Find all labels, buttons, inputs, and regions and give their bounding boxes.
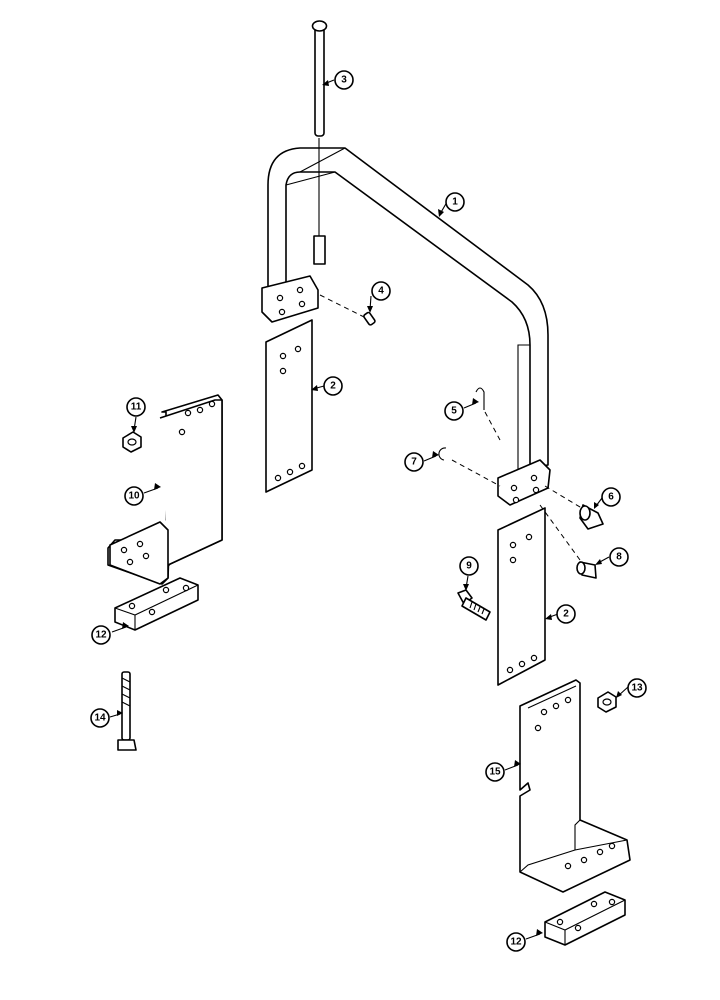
callout-2-lower-label: 2 <box>563 609 569 620</box>
part-2-plate-upper <box>265 319 313 493</box>
part-14-long-bolt <box>117 671 137 751</box>
callout-11-label: 11 <box>131 402 142 413</box>
callout-3: 3 <box>334 70 354 90</box>
callout-9-label: 9 <box>466 561 472 572</box>
callout-13-label: 13 <box>631 683 643 694</box>
callout-13: 13 <box>627 678 647 698</box>
callout-15-label: 15 <box>489 767 501 778</box>
callout-3-label: 3 <box>341 75 347 86</box>
callout-12-left-label: 12 <box>95 630 107 641</box>
callout-12-left: 12 <box>91 625 111 645</box>
callout-14: 14 <box>90 708 110 728</box>
callout-7-label: 7 <box>411 457 417 468</box>
callout-14-label: 14 <box>94 713 106 724</box>
callout-6-label: 6 <box>608 492 614 503</box>
part-10-bracket-left <box>107 394 223 585</box>
part-12-pad-right <box>544 891 626 946</box>
callout-9: 9 <box>459 556 479 576</box>
part-4-roll-pin <box>363 311 376 326</box>
part-7-snap-ring <box>438 447 447 461</box>
callout-12-right-label: 12 <box>510 937 522 948</box>
callout-8-label: 8 <box>616 552 622 563</box>
part-15-bracket-right <box>519 679 631 893</box>
callout-15: 15 <box>485 762 505 782</box>
callout-1-label: 1 <box>452 197 458 208</box>
assembly-lines <box>319 294 586 561</box>
callout-4: 4 <box>371 281 391 301</box>
callout-10-label: 10 <box>128 491 140 502</box>
callout-8: 8 <box>609 547 629 567</box>
callout-11: 11 <box>126 397 146 417</box>
part-12-pad-left <box>114 577 199 631</box>
callout-10: 10 <box>124 486 144 506</box>
part-3-pin <box>311 20 328 137</box>
part-9-bolt <box>457 589 491 621</box>
callout-4-label: 4 <box>378 286 384 297</box>
left-leg-tab <box>261 275 319 323</box>
part-2-plate-lower <box>497 507 546 686</box>
callout-1: 1 <box>445 192 465 212</box>
callout-12-right: 12 <box>506 932 526 952</box>
callout-2-upper-label: 2 <box>330 381 336 392</box>
callout-5: 5 <box>444 401 464 421</box>
part-8-pin <box>576 561 597 579</box>
callout-6: 6 <box>601 487 621 507</box>
part-13-nut <box>597 691 617 713</box>
callout-2-upper: 2 <box>323 376 343 396</box>
part-5-r-clip <box>475 387 485 410</box>
callout-2-lower: 2 <box>556 604 576 624</box>
callout-5-label: 5 <box>451 406 457 417</box>
part-11-nut <box>122 431 142 453</box>
right-leg-tab <box>497 459 551 506</box>
callout-7: 7 <box>404 452 424 472</box>
part-6-pin <box>579 504 604 530</box>
callout-leaders <box>109 79 629 940</box>
